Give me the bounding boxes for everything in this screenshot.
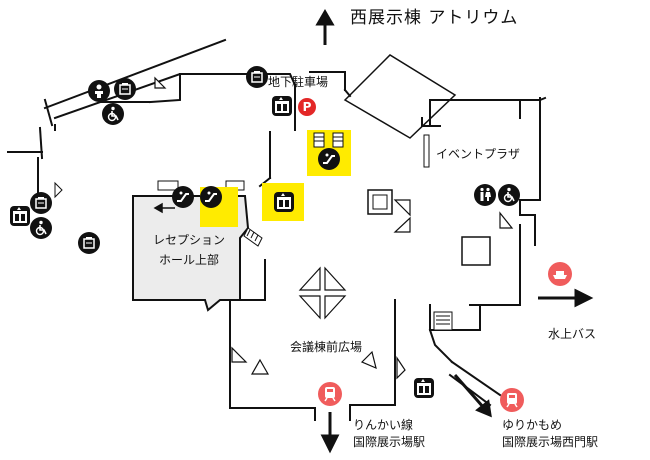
elevator-icon xyxy=(10,206,30,226)
yurikamome-label: ゆりかもめ 国際展示場西門駅 xyxy=(502,418,598,450)
rinkai-line-station: 国際展示場駅 xyxy=(353,435,426,449)
rinkai-line-label: りんかい線 国際展示場駅 xyxy=(353,418,425,450)
monorail-icon xyxy=(500,388,524,412)
escalator-icon xyxy=(172,186,194,208)
rinkai-line-name: りんかい線 xyxy=(353,418,414,432)
reception-hall-label-line2: ホール上部 xyxy=(158,253,219,267)
locker-icon xyxy=(30,192,52,214)
ship-icon xyxy=(548,262,572,286)
accessible-toilet-icon xyxy=(30,217,52,239)
escalator-icon xyxy=(200,186,222,208)
accessible-toilet-icon xyxy=(498,184,520,206)
conference-plaza-label: 会議棟前広場 xyxy=(290,340,363,354)
reception-hall-label-line1: レセプション xyxy=(152,233,225,247)
event-plaza-label: イベントプラザ xyxy=(436,147,521,161)
parking-icon: P xyxy=(298,98,316,116)
escalator-stairs-graphic xyxy=(313,132,344,148)
baby-care-icon xyxy=(88,80,110,102)
elevator-icon xyxy=(274,192,294,212)
reception-hall-label: レセプション ホール上部 xyxy=(148,233,230,268)
locker-icon xyxy=(246,66,268,88)
elevator-icon xyxy=(414,378,434,398)
elevator-icon xyxy=(272,96,292,116)
locker-icon xyxy=(78,232,100,254)
yurikamome-name: ゆりかもめ xyxy=(502,418,563,432)
water-bus-label: 水上バス xyxy=(548,327,597,341)
map-title: 西展示棟 アトリウム xyxy=(350,8,519,28)
toilet-icon xyxy=(474,184,496,206)
yurikamome-station: 国際展示場西門駅 xyxy=(502,435,599,449)
escalator-icon xyxy=(318,148,340,170)
accessible-toilet-icon xyxy=(102,103,124,125)
underground-parking-label: 地下駐車場 xyxy=(268,75,329,89)
train-icon xyxy=(318,382,342,406)
locker-icon xyxy=(114,78,136,100)
